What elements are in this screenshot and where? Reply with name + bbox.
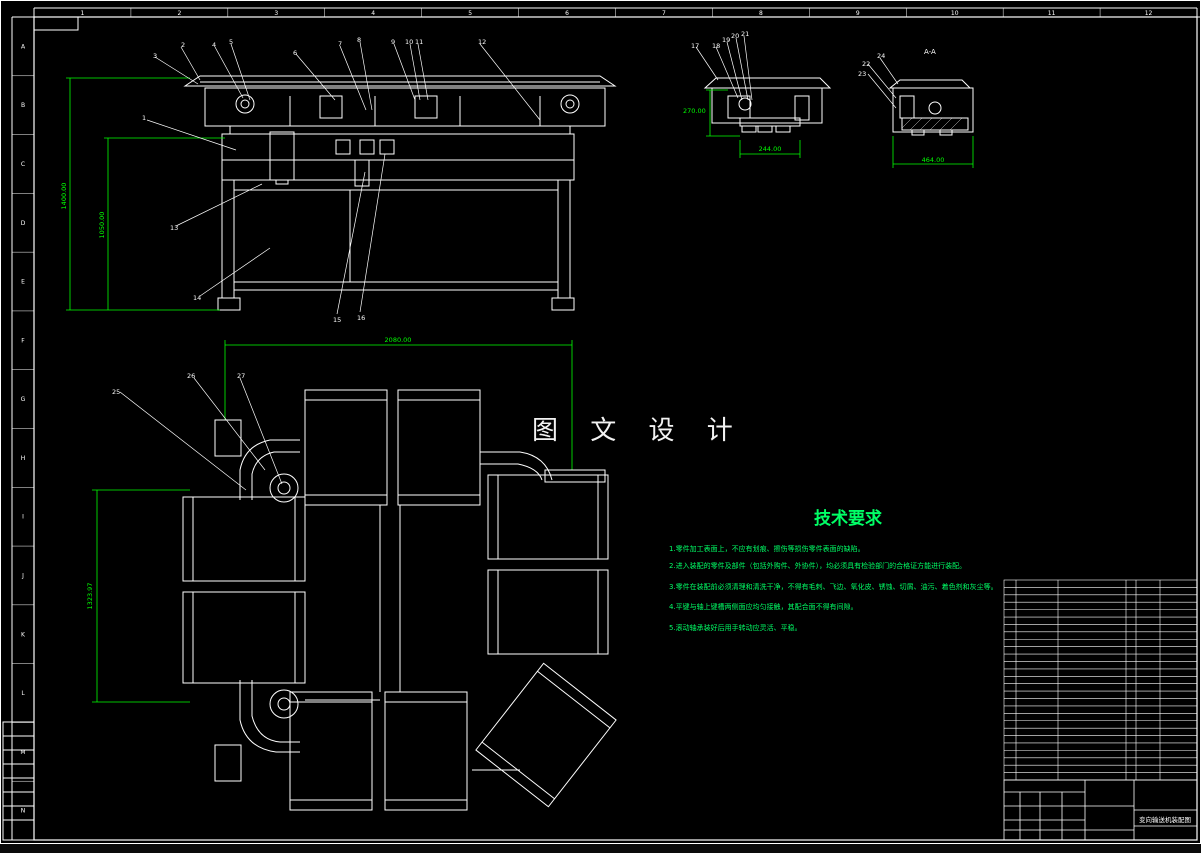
requirement-item: 3.零件在装配前必须清理和清洗干净，不得有毛刺、飞边、氧化皮、锈蚀、切屑、油污、… <box>669 582 998 591</box>
zone-letter: C <box>21 161 25 168</box>
section-hatch <box>901 117 963 131</box>
front-leaders <box>146 41 541 315</box>
dim-total-height: 1400.00 <box>60 183 68 210</box>
part-label: 12 <box>478 38 486 46</box>
zone-number: 6 <box>565 10 569 17</box>
part-label: 16 <box>357 314 365 322</box>
part-label: 3 <box>153 52 157 60</box>
part-label: 10 <box>405 38 413 46</box>
side-leaders <box>695 35 753 101</box>
section-label: A-A <box>924 48 936 56</box>
zone-number: 2 <box>177 10 181 17</box>
zone-number: 5 <box>468 10 472 17</box>
part-label: 20 <box>731 32 739 40</box>
zone-number: 8 <box>759 10 763 17</box>
part-label: 4 <box>212 41 216 49</box>
dim-table-height: 1050.00 <box>98 212 106 239</box>
requirement-item: 1.零件加工表面上，不应有划痕、擦伤等损伤零件表面的缺陷。 <box>669 544 865 553</box>
part-label: 18 <box>712 42 720 50</box>
part-label: 25 <box>112 388 120 396</box>
dim-section-width: 464.00 <box>922 156 945 164</box>
section-leaders <box>867 57 899 109</box>
requirement-item: 4.平键与轴上键槽两侧面应均匀接触，其配合面不得有间隙。 <box>669 602 858 611</box>
zone-number: 1 <box>81 10 85 17</box>
part-label: 2 <box>181 41 185 49</box>
zone-letter: J <box>21 572 24 579</box>
requirement-item: 2.进入装配的零件及部件（包括外购件、外协件），均必须具有检验部门的合格证方能进… <box>669 561 966 570</box>
side-view <box>703 77 832 133</box>
dim-loop-height: 1323.97 <box>86 583 94 610</box>
title-block <box>1003 779 1198 841</box>
front-part-numbers: 2 3 4 5 6 7 8 9 10 11 12 1 13 14 15 16 <box>142 36 486 324</box>
zone-letter: K <box>21 631 26 638</box>
section-dimensions <box>892 136 974 168</box>
part-label: 21 <box>741 30 749 38</box>
side-dimensions <box>706 89 801 158</box>
zone-letter: B <box>21 102 25 109</box>
part-label: 6 <box>293 49 297 57</box>
requirements-title: 技术要求 <box>814 508 882 529</box>
part-label: 23 <box>858 70 866 78</box>
zone-number: 7 <box>662 10 666 17</box>
zone-letter: H <box>21 455 26 462</box>
part-label: 14 <box>193 294 201 302</box>
zone-letter: D <box>21 220 26 227</box>
part-label: 17 <box>691 42 699 50</box>
zone-number: 10 <box>951 10 959 17</box>
bottom-strip <box>0 844 1201 853</box>
part-label: 8 <box>357 36 361 44</box>
zone-letter: L <box>21 690 25 697</box>
part-label: 7 <box>338 40 342 48</box>
part-label: 22 <box>862 60 870 68</box>
dim-side-height: 270.00 <box>683 107 706 115</box>
zone-letter: G <box>21 396 26 403</box>
zone-letter: N <box>21 808 26 815</box>
zone-number: 4 <box>371 10 375 17</box>
part-label: 1 <box>142 114 146 122</box>
zone-number: 12 <box>1145 10 1153 17</box>
front-elevation <box>183 75 617 311</box>
part-label: 24 <box>877 52 885 60</box>
part-label: 26 <box>187 372 195 380</box>
plan-view <box>182 389 617 811</box>
zone-number: 11 <box>1048 10 1056 17</box>
zone-letter: M <box>20 749 25 756</box>
zone-letter: A <box>21 43 26 50</box>
dim-side-width: 244.00 <box>759 145 782 153</box>
parts-list <box>1003 579 1198 781</box>
zone-number: 3 <box>274 10 278 17</box>
drawing-name: 变向输送机装配图 <box>1139 815 1191 824</box>
zone-letter: I <box>22 514 24 521</box>
part-label: 19 <box>722 36 730 44</box>
left-revision-boxes <box>2 721 35 841</box>
part-label: 5 <box>229 38 233 46</box>
requirement-item: 5.滚动轴承装好后用手转动应灵活、平稳。 <box>669 623 802 632</box>
zone-letter: E <box>21 279 25 286</box>
zone-number: 9 <box>856 10 860 17</box>
watermark: 图 文 设 计 <box>532 416 745 446</box>
plan-leaders <box>119 377 283 491</box>
part-label: 11 <box>415 38 423 46</box>
part-label: 9 <box>391 38 395 46</box>
plan-dimensions <box>92 340 573 703</box>
part-label: 15 <box>333 316 341 324</box>
front-dimensions <box>66 77 225 311</box>
section-view <box>888 79 974 136</box>
corner-tag-box <box>33 16 79 31</box>
part-label: 13 <box>170 224 178 232</box>
part-label: 27 <box>237 372 245 380</box>
zone-letter: F <box>21 337 25 344</box>
dim-total-length: 2080.00 <box>385 336 412 344</box>
